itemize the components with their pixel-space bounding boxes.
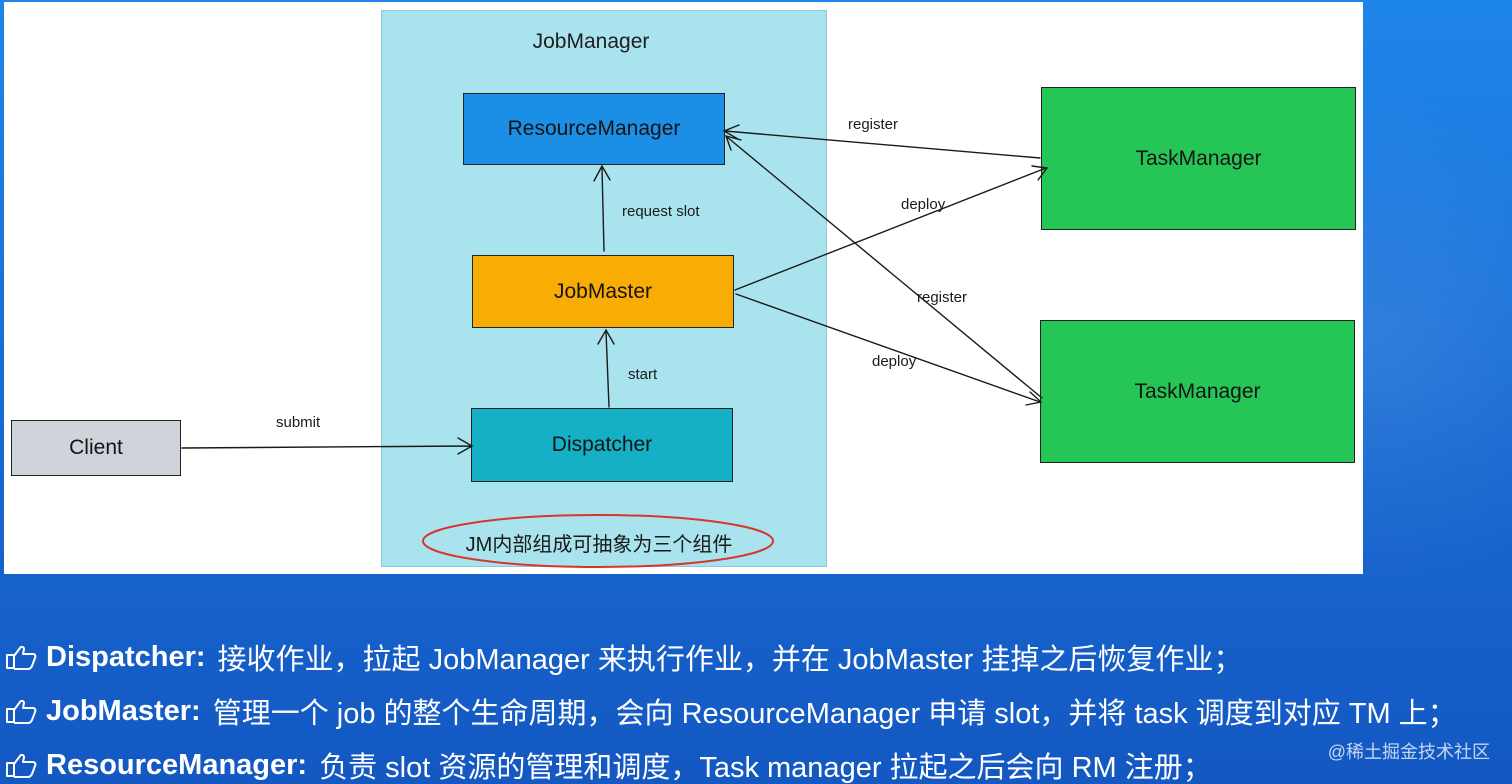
bullet-text: 接收作业，拉起 JobManager 来执行作业，并在 JobMaster 挂掉… — [217, 644, 1243, 676]
bullet-text: 负责 slot 资源的管理和调度，Task manager 拉起之后会向 RM … — [319, 752, 1212, 784]
bullet-item-jobmaster: JobMaster: 管理一个 job 的整个生命周期，会向 ResourceM… — [4, 684, 1504, 738]
bullet-item-resourcemanager: ResourceManager: 负责 slot 资源的管理和调度，Task m… — [4, 738, 1504, 784]
deploy-label-1: deploy — [901, 196, 946, 213]
pointing-hand-icon — [6, 753, 37, 778]
register-label-1: register — [848, 116, 899, 133]
bullet-text: 管理一个 job 的整个生命周期，会向 ResourceManager 申请 s… — [212, 698, 1457, 730]
job-master-label: JobMaster — [553, 279, 653, 303]
bullet-term: Dispatcher: — [46, 640, 206, 673]
pointing-hand-icon — [6, 699, 37, 724]
bullet-list: Dispatcher: 接收作业，拉起 JobManager 来执行作业，并在 … — [4, 630, 1504, 784]
deploy-label-2: deploy — [872, 353, 917, 370]
resource-manager-label: ResourceManager — [507, 117, 681, 140]
task-manager-node-1: TaskManager — [1041, 87, 1356, 230]
resource-manager-node: ResourceManager — [463, 93, 725, 165]
register-label-2: register — [917, 289, 968, 306]
task-manager-label-2: TaskManager — [1134, 379, 1261, 403]
task-manager-node-2: TaskManager — [1040, 320, 1355, 463]
jm-note: JM内部组成可抽象为三个组件 — [465, 534, 733, 556]
bullet-term: JobMaster: — [46, 694, 201, 727]
watermark-label: @稀土掘金技术社区 — [1327, 742, 1490, 762]
bullet-term: ResourceManager: — [46, 748, 308, 781]
dispatcher-node: Dispatcher — [471, 408, 733, 482]
dispatcher-label: Dispatcher — [551, 433, 653, 456]
task-manager-label-1: TaskManager — [1135, 146, 1262, 170]
pointing-hand-icon — [6, 645, 37, 670]
bullet-item-dispatcher: Dispatcher: 接收作业，拉起 JobManager 来执行作业，并在 … — [4, 630, 1504, 684]
start-label: start — [628, 366, 658, 383]
client-label: Client — [69, 436, 123, 459]
client-node: Client — [11, 420, 181, 476]
submit-label: submit — [276, 414, 321, 431]
jobmanager-title: JobManager — [532, 30, 650, 53]
job-master-node: JobMaster — [472, 255, 734, 328]
request-slot-label: request slot — [622, 203, 700, 220]
